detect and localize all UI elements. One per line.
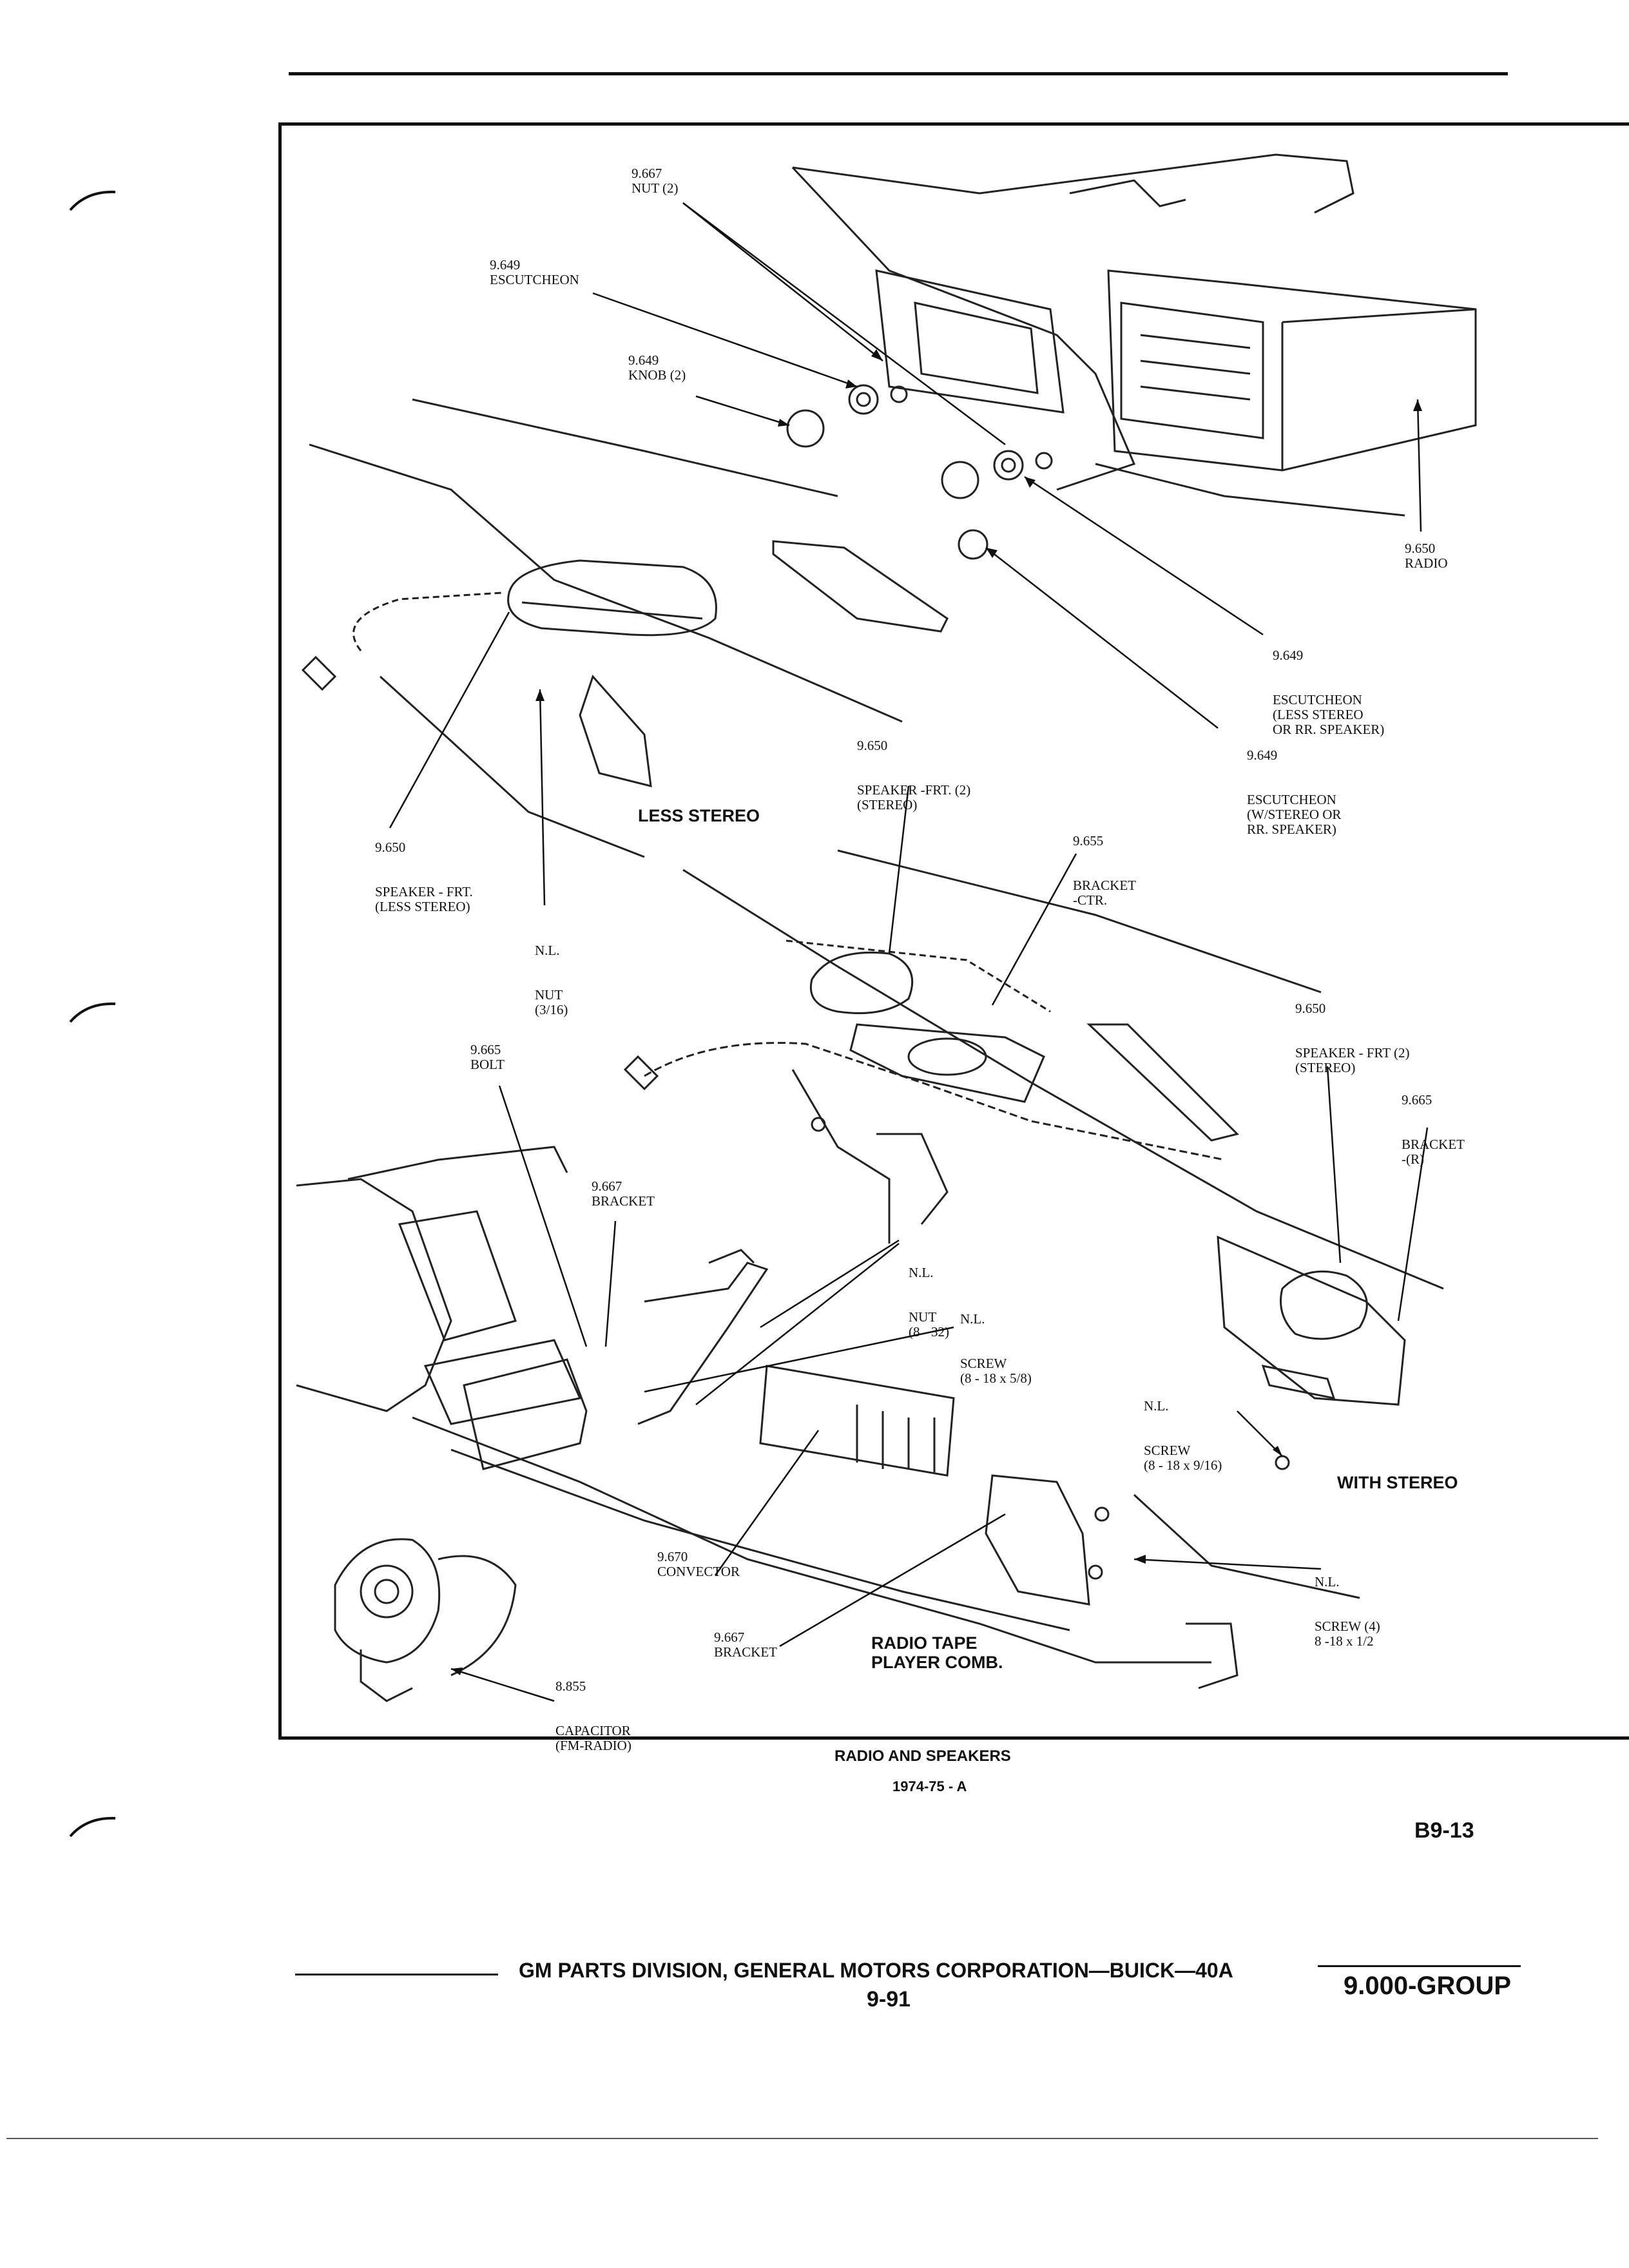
page-code: B9-13 (1414, 1818, 1474, 1843)
binder-mark-middle (69, 1002, 116, 1023)
footer-rule-left (295, 1974, 498, 1975)
knob-right-drawing (941, 461, 979, 499)
bracket-ctr-drawing (849, 1023, 1045, 1103)
header-rule (289, 72, 1508, 75)
leader-escutcheon-with (985, 547, 1219, 729)
speaker-stereo-left-drawing (809, 951, 914, 1014)
knob-left-drawing (786, 409, 825, 448)
leader-bolt (498, 1085, 588, 1347)
callout-nl-screw-9-16: N.L. SCREW (8 - 18 x 9/16) (1144, 1398, 1222, 1473)
leader-nl-nut-3-16 (539, 689, 546, 906)
callout-escutcheon-with-stereo: 9.649 ESCUTCHEON (W/STEREO OR RR. SPEAKE… (1247, 747, 1342, 837)
callout-speaker-frt-stereo: 9.650 SPEAKER -FRT. (2) (STEREO) (857, 738, 971, 812)
speaker-less-stereo-drawing (507, 559, 717, 637)
diagram-caption-title: RADIO AND SPEAKERS (834, 1747, 1011, 1765)
binder-mark-top (69, 190, 116, 211)
leader-nut-2 (682, 202, 883, 361)
callout-bracket-upper: 9.667 BRACKET (592, 1178, 655, 1209)
callout-capacitor: 8.855 CAPACITOR (FM-RADIO) (555, 1678, 631, 1753)
callout-nut-2: 9.667 NUT (2) (631, 166, 679, 196)
diagram-caption-subtitle: 1974-75 - A (892, 1778, 967, 1794)
callout-nl-screw-5-8: N.L. SCREW (8 - 18 x 5/8) (960, 1311, 1032, 1386)
leader-nl-nut-8-32 (760, 1239, 900, 1329)
leader-escutcheon-less (1024, 476, 1264, 636)
console-bracket-drawing (637, 1262, 769, 1425)
leader-bracket-upper (604, 1220, 617, 1347)
leader-speaker-less (389, 611, 510, 829)
callout-bolt: 9.665 BOLT (470, 1042, 505, 1072)
callout-convector: 9.670 CONVECTOR (657, 1549, 740, 1579)
leader-convector (714, 1430, 820, 1576)
radio-body (1107, 269, 1477, 472)
leader-capacitor (450, 1667, 555, 1702)
binder-mark-bottom (69, 1816, 116, 1838)
callout-speaker-frt-2-stereo: 9.650 SPEAKER - FRT (2) (STEREO) (1295, 1001, 1410, 1075)
leader-bracket-r (1397, 1127, 1429, 1321)
label-radio-tape-player: RADIO TAPE PLAYER COMB. (871, 1633, 1003, 1672)
footer-rule-right (1318, 1965, 1521, 1967)
callout-knob-2: 9.649 KNOB (2) (628, 352, 686, 383)
callout-nl-nut-8-32: N.L. NUT (8 - 32) (909, 1265, 949, 1340)
leader-bracket-ctr (991, 853, 1077, 1006)
capacitor-drawing (334, 1538, 441, 1664)
callout-speaker-frt-less-stereo: 9.650 SPEAKER - FRT. (LESS STEREO) (375, 840, 473, 914)
defrost-vent-upper (772, 540, 949, 633)
callout-nl-nut-3-16: N.L. NUT (3/16) (535, 943, 568, 1017)
callout-escutcheon-top: 9.649 ESCUTCHEON (490, 257, 579, 287)
callout-bracket-r: 9.665 BRACKET -(R) (1402, 1092, 1465, 1167)
leader-radio (1416, 399, 1422, 532)
callout-bracket-ctr: 9.655 BRACKET -CTR. (1073, 833, 1137, 908)
dash-upper-outline (792, 153, 1354, 214)
footer-publisher: GM PARTS DIVISION, GENERAL MOTORS CORPOR… (519, 1959, 1233, 1982)
diagram-frame (278, 122, 1629, 1740)
callout-bracket-lower: 9.667 BRACKET (714, 1629, 778, 1660)
leader-escutcheon-top (592, 292, 858, 388)
label-less-stereo: LESS STEREO (638, 806, 760, 825)
label-with-stereo: WITH STEREO (1337, 1473, 1458, 1492)
defrost-vent-lower (1086, 1023, 1239, 1142)
leader-speaker-frt-2 (1326, 1066, 1342, 1264)
leader-nl-screw-5-8 (644, 1326, 954, 1393)
speaker-stereo-right-drawing (1280, 1270, 1368, 1340)
leader-bracket-lower (779, 1513, 1006, 1648)
callout-nl-screw-4: N.L. SCREW (4) 8 -18 x 1/2 (1315, 1574, 1380, 1649)
leader-speaker-frt-stereo (888, 785, 910, 954)
callout-escutcheon-less-stereo: 9.649 ESCUTCHEON (LESS STEREO OR RR. SPE… (1273, 648, 1385, 737)
leader-knob (695, 395, 790, 427)
convector-drawing (759, 1365, 955, 1477)
leader-nl-screw-4 (1133, 1558, 1322, 1570)
footer-group: 9.000-GROUP (1344, 1972, 1512, 2000)
footer-page-number: 9-91 (867, 1987, 911, 2012)
bottom-scan-line (6, 2138, 1598, 2139)
callout-radio: 9.650 RADIO (1405, 541, 1448, 571)
lower-bracket-drawing (985, 1474, 1090, 1606)
